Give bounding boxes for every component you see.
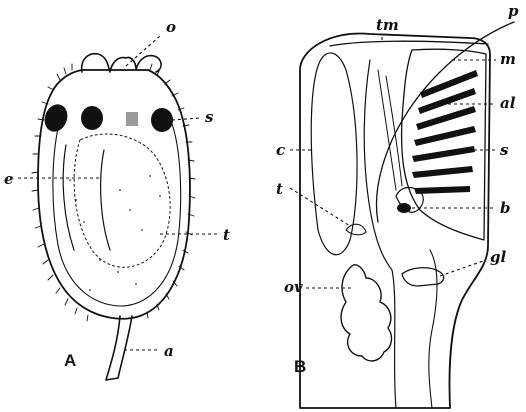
label-b-gl: gl	[490, 248, 506, 266]
label-a-o: o	[166, 18, 176, 36]
larva-inner-outline	[53, 120, 181, 306]
zooid-strands	[378, 70, 402, 190]
label-b-ov: ov	[284, 278, 303, 296]
label-a-a: a	[164, 342, 174, 360]
larva-centre-patch	[126, 112, 138, 126]
caption-a: A	[64, 351, 76, 370]
zooid-ovary	[341, 265, 391, 361]
caption-b: B	[294, 357, 306, 376]
label-b-b: b	[500, 199, 511, 217]
panel-a-larva	[32, 54, 195, 380]
larva-stipple	[69, 175, 161, 291]
label-b-s: s	[500, 141, 509, 159]
zooid-sheath	[364, 60, 396, 408]
larva-eye-mid	[81, 106, 103, 130]
zooid-t-organ	[346, 224, 366, 235]
label-a-e: e	[4, 170, 14, 188]
label-b-c: c	[276, 141, 285, 159]
label-b-p: p	[508, 2, 519, 20]
larva-tail	[106, 316, 132, 380]
zooid-wall-inner	[429, 250, 437, 408]
larva-eye-right	[151, 108, 173, 132]
larva-gut	[74, 134, 170, 267]
zooid-rim	[330, 41, 488, 46]
zooid-cavity-left	[311, 53, 357, 255]
label-b-al: al	[500, 94, 516, 112]
label-a-s: s	[205, 108, 214, 126]
label-a-t: t	[223, 226, 230, 244]
larva-dorsal-line	[63, 145, 110, 250]
larva-bristles	[32, 64, 195, 321]
label-b-tm: tm	[376, 16, 399, 34]
label-b-t: t	[276, 180, 283, 198]
zooid-tentacles	[412, 70, 478, 194]
label-b-m: m	[500, 50, 516, 68]
panel-b-labels: p tm m al c s t b gl ov B	[276, 2, 519, 376]
